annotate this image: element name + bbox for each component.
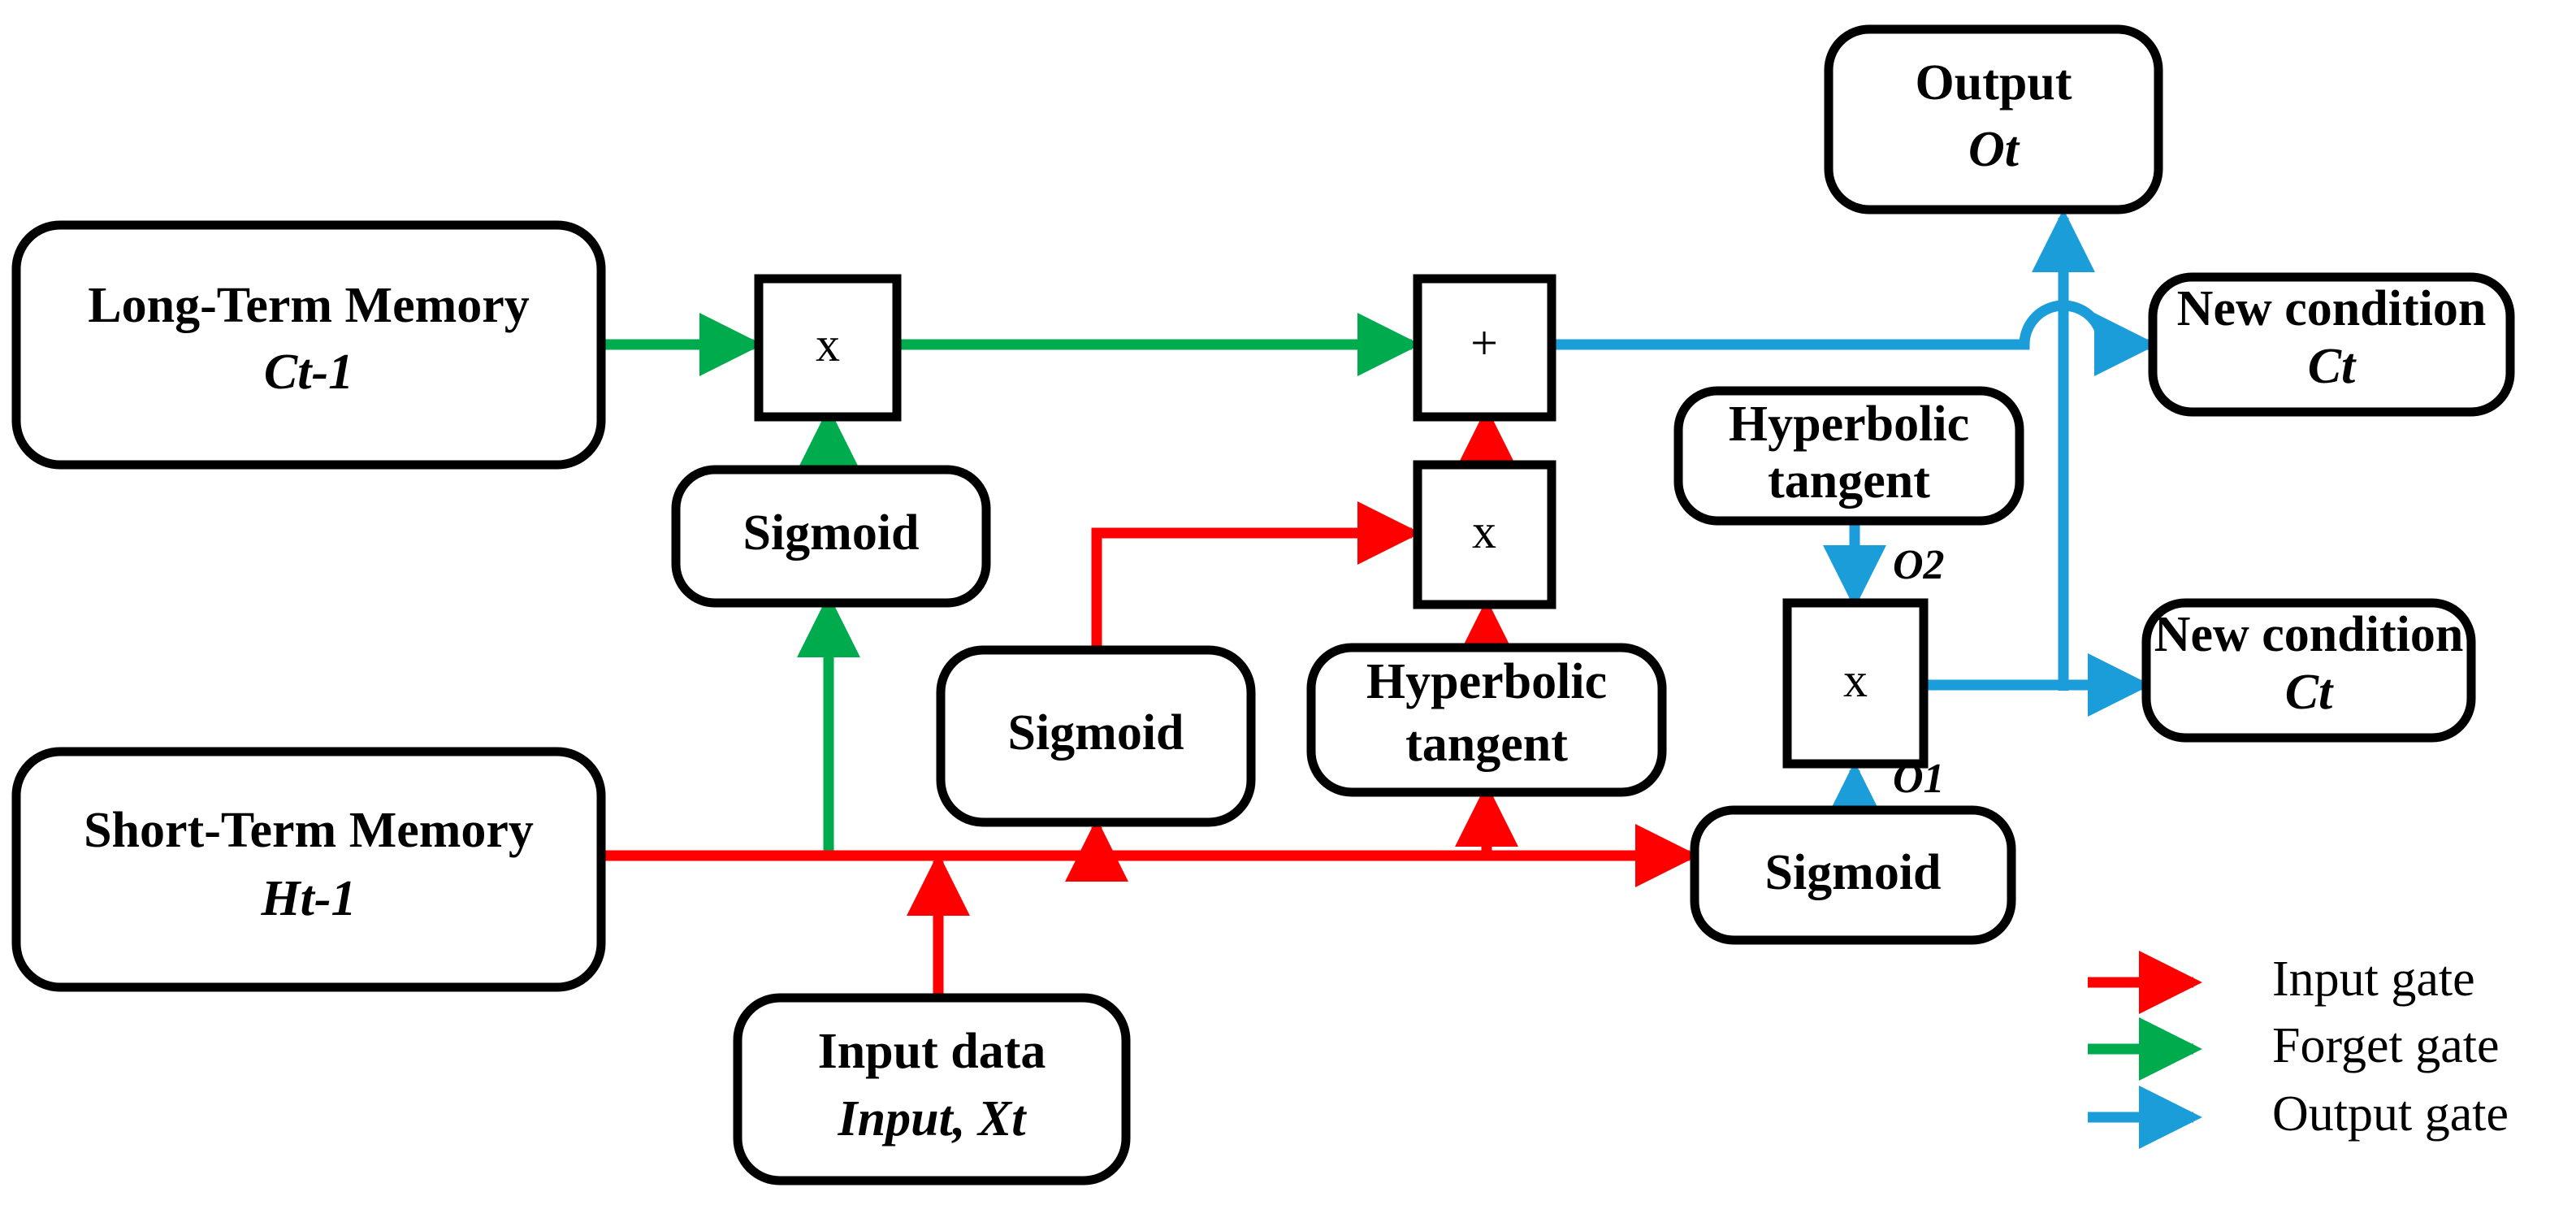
edge-sigmoid-input-to-mul-input: [1091, 501, 1421, 650]
legend-label-output-gate: Output gate: [2272, 1086, 2509, 1142]
new-condition-top-symbol: Ct: [2308, 339, 2357, 394]
new-condition-bottom-box: [2141, 598, 2476, 743]
tanh-candidate-line2: tangent: [1405, 717, 1568, 772]
node-new-condition-bottom: New condition Ct: [2141, 598, 2476, 743]
node-sigmoid-output: Sigmoid: [1690, 805, 2016, 945]
input-data-title: Input data: [818, 1024, 1046, 1079]
legend-label-input-gate: Input gate: [2272, 951, 2475, 1007]
mul-output-symbol: x: [1843, 653, 1868, 707]
forget-gate-flows: [601, 313, 1421, 856]
input-gate-flows: [601, 407, 1699, 998]
new-condition-top-title: New condition: [2177, 281, 2487, 336]
node-new-condition-top: New condition Ct: [2148, 272, 2515, 417]
sigmoid-output-label: Sigmoid: [1764, 845, 1941, 900]
input-data-symbol: Input, Xt: [838, 1091, 1028, 1146]
sigmoid-output-box: [1690, 805, 2016, 945]
tanh-candidate-line1: Hyperbolic: [1366, 654, 1607, 709]
tanh-cell-box: [1673, 386, 2024, 526]
new-condition-top-box: [2148, 272, 2515, 417]
mul-output-box: [1782, 598, 1929, 769]
input-data-box: [733, 993, 1131, 1185]
legend-item-output-gate: Output gate: [2088, 1086, 2509, 1149]
legend-item-forget-gate: Forget gate: [2088, 1017, 2500, 1081]
long-term-memory-title: Long-Term Memory: [88, 278, 530, 333]
add-cell-symbol: +: [1470, 316, 1498, 370]
node-tanh-candidate: Hyperbolic tangent: [1306, 643, 1667, 797]
mul-input-box: [1413, 460, 1556, 609]
tanh-cell-line2: tangent: [1768, 453, 1930, 509]
short-term-memory-title: Short-Term Memory: [84, 803, 534, 858]
legend: Input gate Forget gate Output gate: [2088, 951, 2509, 1149]
node-sigmoid-input: Sigmoid: [936, 645, 1256, 827]
output-symbol: Ot: [1968, 122, 2020, 177]
edge-label-o2: O2: [1893, 542, 1945, 588]
sigmoid-input-box: [936, 645, 1256, 827]
sigmoid-forget-box: [671, 465, 991, 608]
output-title: Output: [1916, 55, 2072, 111]
node-output: Output Ot: [1824, 24, 2163, 215]
mul-forget-box: [754, 274, 902, 422]
new-condition-bottom-title: New condition: [2154, 607, 2464, 662]
mul-input-symbol: x: [1472, 505, 1496, 558]
node-short-term-memory: Short-Term Memory Ht-1: [11, 747, 606, 992]
legend-label-forget-gate: Forget gate: [2272, 1018, 2500, 1073]
short-term-memory-symbol: Ht-1: [260, 871, 356, 926]
node-tanh-cell: Hyperbolic tangent: [1673, 386, 2024, 526]
output-gate-flows: [1550, 209, 2158, 826]
node-long-term-memory: Long-Term Memory Ct-1: [11, 220, 606, 470]
node-sigmoid-forget: Sigmoid: [671, 465, 991, 608]
node-mul-forget: x: [754, 274, 902, 422]
node-add-cell: +: [1413, 274, 1556, 422]
edge-label-o1: O1: [1893, 756, 1945, 802]
tanh-candidate-box: [1306, 643, 1667, 797]
output-box: [1824, 24, 2163, 215]
new-condition-bottom-symbol: Ct: [2285, 665, 2334, 720]
node-input-data: Input data Input, Xt: [733, 993, 1131, 1185]
sigmoid-forget-label: Sigmoid: [742, 505, 919, 561]
node-mul-input: x: [1413, 460, 1556, 609]
add-cell-box: [1413, 274, 1556, 422]
legend-item-input-gate: Input gate: [2088, 951, 2475, 1014]
short-term-memory-box: [11, 747, 606, 992]
tanh-cell-line1: Hyperbolic: [1729, 397, 1969, 452]
long-term-memory-symbol: Ct-1: [264, 345, 353, 400]
long-term-memory-box: [11, 220, 606, 470]
mul-forget-symbol: x: [816, 318, 840, 371]
sigmoid-input-label: Sigmoid: [1007, 705, 1184, 761]
node-mul-output: x: [1782, 598, 1929, 769]
